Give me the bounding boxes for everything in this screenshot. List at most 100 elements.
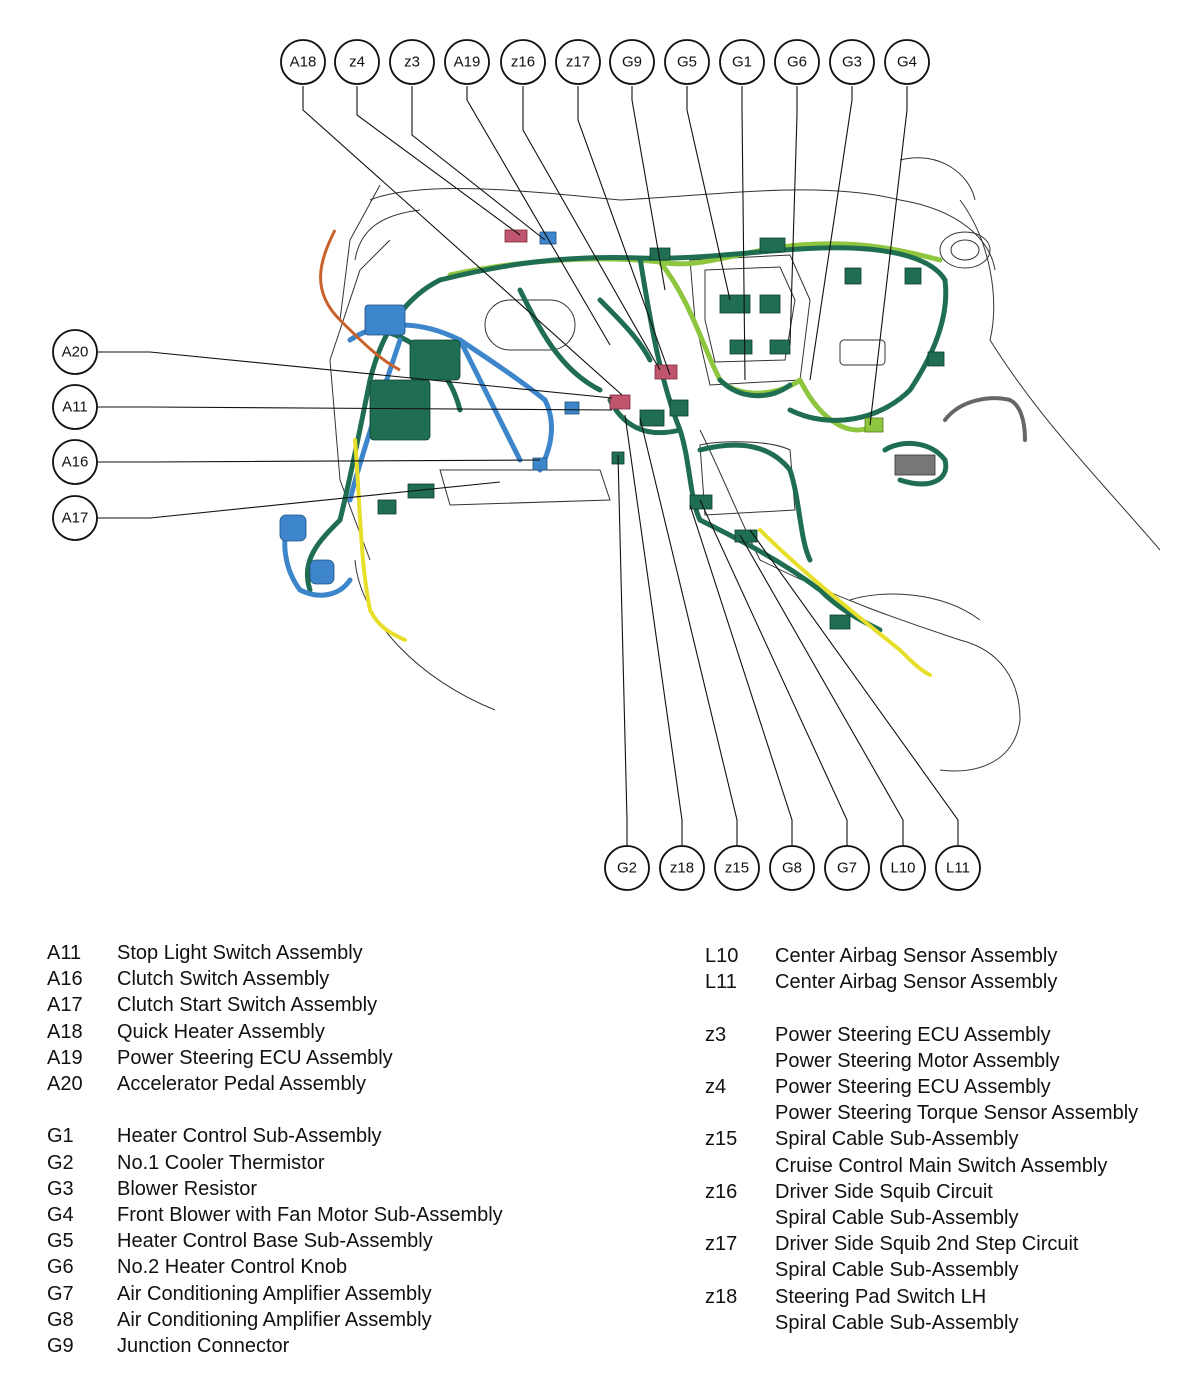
callout-G5: G5 <box>664 39 710 85</box>
callout-label: L11 <box>946 860 970 877</box>
legend-code: G4 <box>47 1204 74 1227</box>
legend-desc: Power Steering ECU Assembly <box>117 1046 393 1069</box>
callout-G7: G7 <box>824 845 870 891</box>
callout-label: G7 <box>837 860 857 877</box>
legend-row: z3 Power Steering ECU Assembly <box>705 1022 1138 1048</box>
legend-desc: Power Steering ECU Assembly <box>775 1023 1051 1046</box>
legend-desc: Heater Control Sub-Assembly <box>117 1125 382 1148</box>
callouts-bottom: G2 z18 z15 G8 G7 L10 L11 <box>604 845 981 891</box>
callout-z15: z15 <box>714 845 760 891</box>
callout-z17: z17 <box>555 39 601 85</box>
callout-label: z4 <box>349 54 365 71</box>
legend-row: G4 Front Blower with Fan Motor Sub-Assemb… <box>47 1202 503 1228</box>
callout-label: A17 <box>62 510 89 527</box>
wiring-harness-diagram: A18 z4 z3 A19 z16 z17 G9 G5 G1 G6 G3 G4 … <box>52 39 1161 891</box>
legend-desc: Clutch Start Switch Assembly <box>117 994 378 1017</box>
legend-row: L10 Center Airbag Sensor Assembly <box>705 943 1138 969</box>
callout-label: A20 <box>62 344 89 361</box>
callout-A19: A19 <box>444 39 490 85</box>
legend-desc: Air Conditioning Amplifier Assembly <box>117 1308 432 1331</box>
legend-code: z15 <box>705 1128 738 1151</box>
callout-label: z16 <box>511 54 535 71</box>
callout-label: G4 <box>897 54 917 71</box>
leader-lines <box>97 86 959 846</box>
legend-row: z18 Steering Pad Switch LH <box>705 1284 1138 1310</box>
legend-desc: Junction Connector <box>117 1335 290 1358</box>
legend-desc: Stop Light Switch Assembly <box>117 942 363 964</box>
callouts-top: A18 z4 z3 A19 z16 z17 G9 G5 G1 G6 G3 G4 <box>280 39 930 85</box>
callout-L11: L11 <box>935 845 981 891</box>
callout-G6: G6 <box>774 39 820 85</box>
dashboard-outline <box>329 157 1161 772</box>
legend-row: G6 No.2 Heater Control Knob <box>47 1254 503 1280</box>
callout-label: G3 <box>842 54 862 71</box>
legend-desc: Quick Heater Assembly <box>117 1020 325 1043</box>
legend-code: A20 <box>47 1073 83 1096</box>
legend-desc-continued: Power Steering Torque Sensor Assembly <box>775 1102 1139 1125</box>
callout-label: L10 <box>890 860 915 877</box>
callout-label: A11 <box>62 399 88 416</box>
legend-code: z17 <box>705 1233 738 1256</box>
callout-label: z3 <box>404 54 420 71</box>
legend-desc: Air Conditioning Amplifier Assembly <box>117 1282 432 1305</box>
legend-row: G7 Air Conditioning Amplifier Assembly <box>47 1281 503 1307</box>
callout-label: z17 <box>566 54 590 71</box>
legend-code: A17 <box>47 994 83 1017</box>
legend-spacer <box>47 1097 503 1123</box>
callouts-left: A20 A11 A16 A17 <box>52 329 98 541</box>
legend-code: G6 <box>47 1256 74 1279</box>
legend-desc-continued: Power Steering Motor Assembly <box>775 1049 1060 1072</box>
callout-A18: A18 <box>280 39 326 85</box>
legend-code: G1 <box>47 1125 74 1148</box>
legend-code: L10 <box>705 945 739 967</box>
legend-desc: Accelerator Pedal Assembly <box>117 1073 367 1096</box>
legend-row: A20 Accelerator Pedal Assembly <box>47 1071 503 1097</box>
callout-label: z15 <box>725 860 749 877</box>
callout-G1: G1 <box>719 39 765 85</box>
legend-desc: Power Steering ECU Assembly <box>775 1076 1051 1098</box>
legend-desc: No.2 Heater Control Knob <box>117 1256 348 1279</box>
legend-code: A16 <box>47 968 83 991</box>
legend-code: z18 <box>705 1285 738 1308</box>
legend-code: A18 <box>47 1020 83 1043</box>
legend-desc: Blower Resistor <box>117 1177 258 1200</box>
legend-code: z3 <box>705 1023 727 1046</box>
callout-label: G2 <box>617 860 637 877</box>
legend-code: z4 <box>705 1076 727 1098</box>
callout-z16: z16 <box>500 39 546 85</box>
legend-desc-continued: Spiral Cable Sub-Assembly <box>775 1311 1019 1334</box>
legend-code: G7 <box>47 1282 74 1305</box>
callout-z4: z4 <box>334 39 380 85</box>
legend-desc: Center Airbag Sensor Assembly <box>775 945 1058 967</box>
legend-row: A19 Power Steering ECU Assembly <box>47 1045 503 1071</box>
callout-z3: z3 <box>389 39 435 85</box>
legend-desc-continued: Spiral Cable Sub-Assembly <box>775 1207 1019 1230</box>
legend-desc: Driver Side Squib Circuit <box>775 1180 993 1203</box>
legend-row: z4 Power Steering ECU Assembly <box>705 1074 1138 1100</box>
legend-row: G3 Blower Resistor <box>47 1176 503 1202</box>
wire-harness <box>282 229 1027 677</box>
legend-code: G3 <box>47 1177 74 1200</box>
callout-A11: A11 <box>52 384 98 430</box>
callout-label: G1 <box>732 54 752 71</box>
legend-desc: Front Blower with Fan Motor Sub-Assembly <box>117 1204 503 1227</box>
legend-code: A19 <box>47 1046 83 1069</box>
legend-desc-continued: Cruise Control Main Switch Assembly <box>775 1154 1108 1177</box>
callout-A20: A20 <box>52 329 98 375</box>
legend-desc: Driver Side Squib 2nd Step Circuit <box>775 1233 1079 1256</box>
callout-label: G8 <box>782 860 802 877</box>
callout-label: A19 <box>454 54 481 71</box>
legend-desc: Steering Pad Switch LH <box>775 1285 987 1308</box>
legend-spacer <box>705 995 1138 1021</box>
callout-L10: L10 <box>880 845 926 891</box>
callout-label: G6 <box>787 54 807 71</box>
